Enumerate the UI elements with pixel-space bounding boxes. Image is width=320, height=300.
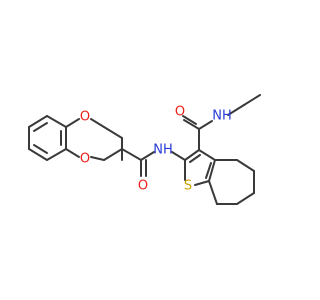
sulfur-atom: S [184, 179, 192, 194]
bond [90, 118, 105, 128]
nh-atom-amide-left: NH [153, 143, 173, 158]
bond [208, 180, 218, 205]
bond-double [33, 122, 48, 132]
bond [236, 192, 255, 205]
nh-atom-amide-right: NH [212, 109, 232, 124]
bond [90, 156, 105, 161]
cyclohexene-ring [208, 159, 255, 205]
benzene-ring [28, 115, 67, 161]
dioxane-ring [65, 118, 123, 161]
bond-double [189, 154, 201, 163]
bond [103, 148, 123, 161]
amide-left [121, 148, 186, 177]
oxygen-atom-top: O [80, 110, 90, 125]
bond-double [205, 162, 212, 179]
bond [194, 180, 210, 186]
bond [65, 118, 80, 128]
thiophene-ring [184, 149, 216, 186]
bond [46, 148, 67, 161]
bond [28, 115, 48, 128]
bond [208, 159, 216, 182]
bond [103, 126, 123, 139]
bond [121, 148, 142, 161]
bond [65, 148, 80, 158]
bond-double [182, 115, 197, 125]
bond [198, 149, 216, 161]
oxygen-atom-amide-right: O [175, 105, 185, 120]
bond [171, 151, 186, 161]
bond [198, 120, 213, 130]
oxygen-atom-bottom: O [80, 152, 90, 167]
bond [184, 149, 200, 161]
oxygen-atom-amide-left: O [138, 179, 148, 194]
bond-double [33, 144, 48, 154]
bond [46, 115, 67, 128]
bond [140, 151, 155, 161]
molecule-canvas: O O O NH O NH S [28, 94, 261, 205]
amide-right [182, 94, 261, 151]
bond [243, 94, 261, 106]
bond [236, 159, 255, 172]
bond [227, 104, 245, 116]
bond-double [183, 119, 200, 130]
molecule-structure: O O O NH O NH S [28, 94, 261, 205]
bond [28, 148, 48, 161]
